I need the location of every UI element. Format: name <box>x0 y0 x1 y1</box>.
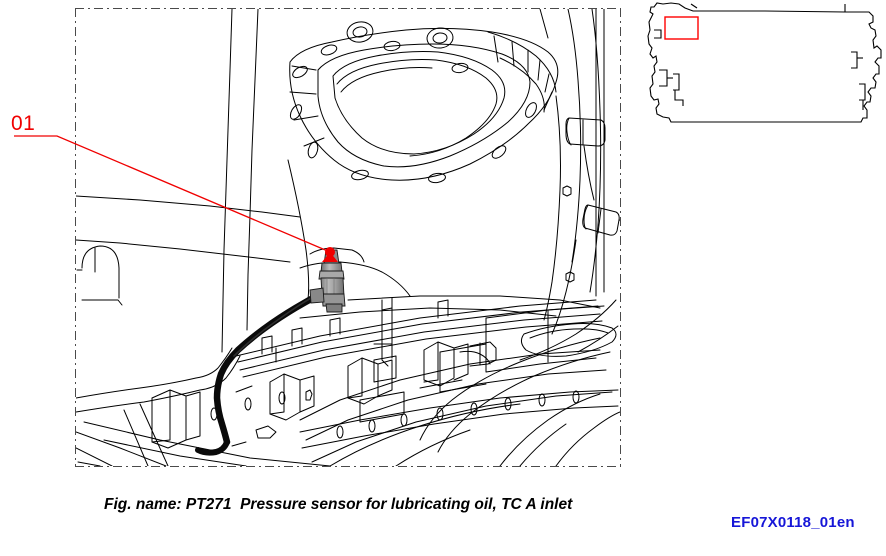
sensor-cable <box>195 287 332 456</box>
thumbnail-highlight-box <box>664 16 699 40</box>
reference-code: EF07X0118_01en <box>731 514 855 531</box>
callout-arrow-tip <box>322 252 338 262</box>
frame-edge-right <box>620 8 621 467</box>
frame-edge-left <box>75 8 76 467</box>
pressure-sensor-body <box>309 249 346 313</box>
engine-outline-path <box>647 2 882 123</box>
frame-edge-bottom <box>75 466 621 467</box>
engine-locator-thumbnail <box>647 2 882 123</box>
callout-number-01: 01 <box>11 112 36 135</box>
frame-edge-top <box>75 8 621 9</box>
callout-leader-line <box>14 135 331 253</box>
figure-caption: Fig. name: PT271 Pressure sensor for lub… <box>104 496 573 513</box>
